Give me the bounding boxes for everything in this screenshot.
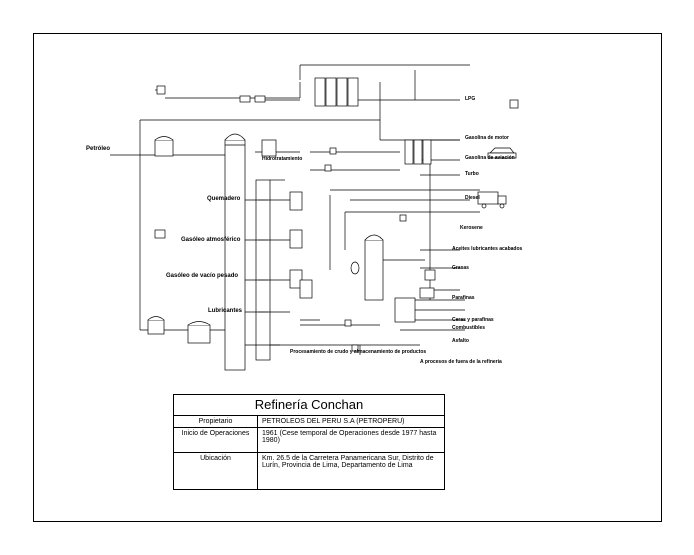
label-glp: LPG: [465, 96, 476, 102]
storage-tanks: [147, 136, 211, 344]
hydrotreating-units: [261, 139, 313, 299]
label-gasolina-aviacion: Gasolina de aviación: [465, 155, 515, 161]
table-key: Propietario: [174, 416, 258, 427]
label-turbo: Turbo: [465, 171, 479, 177]
info-table: Refinería Conchan Propietario PETROLEOS …: [173, 394, 445, 490]
label-ceras: Ceras y parafinas: [452, 317, 494, 323]
table-row: Inicio de Operaciones 1961 (Cese tempora…: [174, 428, 444, 453]
side-stream-lines: [140, 139, 480, 355]
car-icon: [487, 147, 517, 159]
table-value: 1961 (Cese temporal de Operaciones desde…: [262, 430, 437, 444]
pumps: [154, 85, 519, 352]
label-parafinas: Parafinas: [452, 295, 475, 301]
atmospheric-column: [224, 133, 246, 371]
label-lubricantes: Lubricantes: [208, 308, 243, 314]
label-gasoleo-vacio: Gasóleo de vacío pesado: [166, 273, 239, 279]
label-kerosene: Kerosene: [460, 225, 483, 231]
table-row: Ubicación Km. 26.5 de la Carretera Panam…: [174, 453, 444, 489]
tanker-truck-icon: [477, 191, 507, 209]
label-combustibles: Combustibles: [452, 325, 486, 331]
column-tray-ticks: [258, 199, 268, 313]
label-petroleo: Petróleo: [86, 146, 111, 152]
table-key: Inicio de Operaciones: [174, 428, 258, 452]
table-value: Km. 26.5 de la Carretera Panamericana Su…: [262, 455, 434, 469]
label-procesamiento: Procesamiento de crudo y almacenamiento …: [290, 349, 427, 355]
label-aceites: Aceites lubricantes acabados: [452, 246, 523, 252]
label-grasas: Grasas: [452, 265, 469, 271]
label-quemadero: Quemadero: [207, 196, 241, 202]
vacuum-column: [255, 179, 285, 361]
label-hidrotratamiento: Hidrotratamiento: [262, 156, 303, 162]
label-a-procesos: A procesos de fuera de la refinería: [420, 359, 502, 365]
reactor-vessel: [350, 234, 384, 301]
heat-exchanger-bank: [314, 77, 432, 165]
label-gasoleo-atmosferico: Gasóleo atmosférico: [181, 237, 241, 243]
label-asfalto: Asfalto: [452, 338, 469, 344]
label-diesel: Diesel: [465, 195, 480, 201]
table-row: Propietario PETROLEOS DEL PERU S.A (PETR…: [174, 416, 444, 428]
label-gasolina-motor: Gasolina de motor: [465, 135, 509, 141]
table-value: PETROLEOS DEL PERU S.A (PETROPERU): [262, 418, 405, 425]
table-key: Ubicación: [174, 453, 258, 489]
drawing-frame: [33, 33, 662, 522]
table-title: Refinería Conchan: [174, 395, 444, 416]
finishing-unit: [394, 269, 436, 323]
